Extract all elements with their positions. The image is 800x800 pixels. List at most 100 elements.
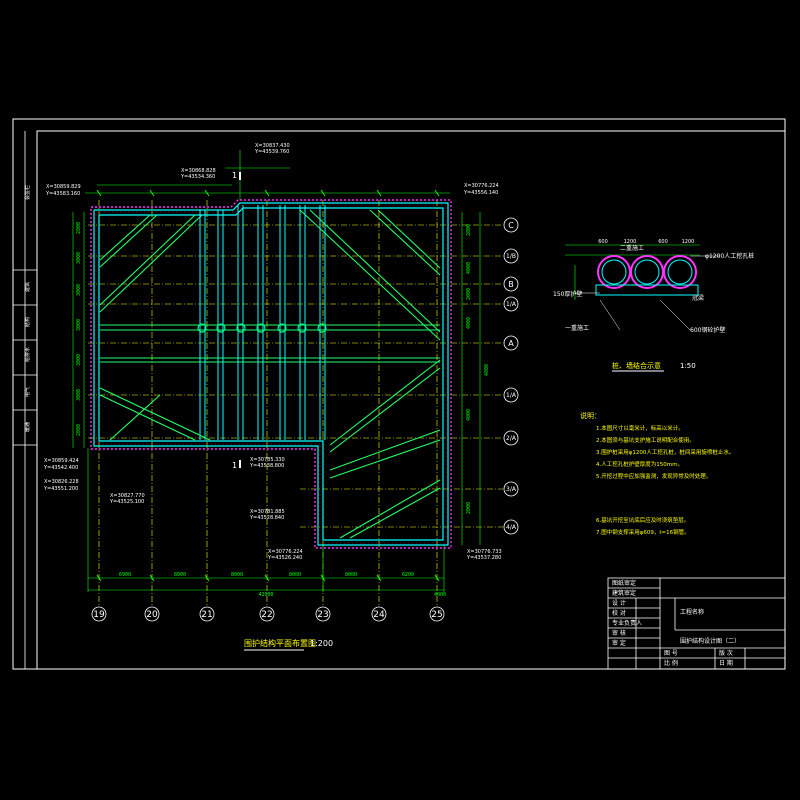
total-dimension: 42000 — [258, 592, 273, 598]
coord-y: Y=43551.200 — [43, 486, 78, 492]
right-dimension: 4800 — [484, 364, 490, 376]
meta-label: 比 例 — [664, 659, 678, 667]
sidebar-labels: 会签栏 建筑 结构 给排水 电气 暖通 — [24, 185, 31, 432]
bottom-dimension: 8000 — [174, 572, 186, 578]
coord-x: X=30776.733 — [467, 549, 502, 555]
coord-y: Y=43583.160 — [45, 191, 80, 197]
coord-y: Y=43525.100 — [109, 499, 144, 505]
bottom-dimension: 4000 — [434, 592, 446, 598]
title-row: 专业负责人 — [612, 619, 642, 627]
detail-title-block: 桩、墙结合示意 1:50 — [612, 361, 696, 372]
detail-dim: 1200 — [682, 239, 695, 245]
note-item: 7.图中钢支撑采用φ609，t=16钢管。 — [596, 528, 690, 536]
notes-block: 说明： 1.本图尺寸以毫米计，标高以米计。 2.本图须与基坑支护施工说明配合使用… — [580, 411, 734, 536]
right-dimension: 4000 — [466, 317, 472, 329]
dimension-texts: 42000 6900 8000 8000 8000 8000 6200 4000 — [119, 572, 446, 598]
detail-pile-wall — [565, 244, 720, 331]
coord-x: X=30826.228 — [44, 479, 79, 485]
grid-vertical-lines — [98, 200, 438, 605]
grid-horizontal-lines — [88, 224, 503, 528]
pit-outline — [93, 202, 449, 546]
section-mark: 1 1 — [232, 171, 241, 470]
detail-label: 一重施工 — [565, 324, 589, 332]
grid-label-y: 4/A — [506, 524, 517, 531]
coord-x: X=30827.770 — [110, 493, 145, 499]
drawing-frame — [12, 118, 786, 670]
right-dimension-texts: 2800 4000 2000 4000 4800 4000 2000 — [466, 224, 490, 514]
coord-y: Y=43539.760 — [254, 149, 289, 155]
grid-label-x: 24 — [373, 610, 385, 620]
grid-label-y: B — [508, 280, 514, 289]
sidebar-label: 电气 — [24, 387, 31, 397]
coord-y: Y=43556.140 — [463, 190, 498, 196]
detail-dim: 1200 — [624, 239, 637, 245]
coord-y: Y=43528.840 — [249, 515, 284, 521]
grid-label-x: 25 — [431, 610, 442, 620]
left-dimension: 2800 — [76, 424, 82, 436]
coord-y: Y=43537.280 — [466, 555, 501, 561]
meta-label: 版 次 — [719, 649, 733, 657]
coord-y: Y=43542.400 — [43, 465, 78, 471]
note-item: 2.本图须与基坑支护施工说明配合使用。 — [596, 436, 695, 444]
sidebar-label: 暖通 — [24, 422, 31, 432]
grid-label-y: 3/A — [506, 486, 517, 493]
grid-label-x: 20 — [146, 610, 158, 620]
column-posts — [197, 323, 327, 333]
detail-dim: 600 — [598, 239, 608, 245]
detail-scale: 1:50 — [680, 362, 696, 370]
title-row: 审 定 — [612, 639, 626, 647]
left-dimension: 3000 — [76, 252, 82, 264]
grid-label-x: 21 — [201, 610, 212, 620]
dimension-ticks — [96, 189, 440, 582]
left-dimension-texts: 2800 3000 3000 3000 3000 3000 2800 — [76, 222, 82, 436]
title-row: 审 核 — [612, 629, 626, 637]
grid-label-x: 23 — [317, 610, 328, 620]
right-dimension: 2000 — [466, 502, 472, 514]
note-item: 6.基坑开挖至坑底后应及时浇筑垫层。 — [596, 516, 689, 524]
coord-x: X=30859.829 — [46, 184, 81, 190]
note-item: 5.开挖过程中应加强监测，发现异常及时处理。 — [596, 472, 711, 480]
meta-label: 图 号 — [664, 650, 678, 657]
bottom-dimension: 8000 — [345, 572, 357, 578]
coordinate-labels: X=30859.829 Y=43583.160 X=30868.828 Y=43… — [43, 143, 502, 561]
sidebar-label: 建筑 — [24, 282, 31, 292]
stamp-label: 图纸审定 — [612, 579, 636, 587]
grid-label-y: 2/A — [506, 435, 517, 442]
coord-y: Y=43526.240 — [267, 555, 302, 561]
detail-label: 冠梁 — [692, 294, 704, 302]
title-block-frame — [607, 577, 786, 670]
grid-bubbles-y — [503, 217, 519, 535]
coord-x: X=30785.330 — [250, 457, 285, 463]
bottom-dimension: 6900 — [119, 572, 131, 578]
title-row: 校 对 — [612, 609, 626, 617]
left-dimension: 3000 — [76, 354, 82, 366]
coord-x: X=30859.424 — [44, 458, 79, 464]
coord-x: X=30781.885 — [250, 509, 285, 515]
coord-x: X=30868.828 — [181, 168, 216, 174]
grid-bubble-labels-y: C 1/B B 1/A A 1/A 2/A 3/A 4/A — [506, 221, 517, 531]
coord-x: X=30776.224 — [268, 549, 303, 555]
detail-labels: 二重施工 φ1200人工挖孔桩 150厚护壁 冠梁 一重施工 600钢砼护壁 — [553, 244, 754, 334]
notes-heading: 说明： — [580, 411, 601, 420]
right-dimension: 2800 — [466, 224, 472, 236]
section-mark-label: 1 — [232, 461, 237, 470]
coord-x: X=30776.224 — [464, 183, 499, 189]
plan-title: 围护结构平面布置图 — [244, 638, 316, 648]
grid-label-y: 1/B — [506, 253, 516, 260]
strut-vertical — [199, 205, 326, 440]
note-item: 4.人工挖孔桩护壁厚度为150mm。 — [596, 460, 683, 468]
sidebar-label: 会签栏 — [24, 185, 31, 200]
grid-label-y: 1/A — [506, 301, 517, 308]
pile-row — [90, 199, 452, 549]
left-dimension: 3000 — [76, 319, 82, 331]
bottom-dimension: 8000 — [289, 572, 301, 578]
detail-dim: 600 — [658, 239, 668, 245]
right-dimension: 4000 — [466, 262, 472, 274]
grid-label-x: 19 — [93, 610, 105, 620]
plan-scale: 1:200 — [310, 639, 333, 648]
detail-label: φ1200人工挖孔桩 — [705, 252, 754, 260]
note-item: 3.围护桩采用φ1200人工挖孔桩，桩间采用旋喷桩止水。 — [596, 448, 734, 456]
left-dimension: 2800 — [76, 222, 82, 234]
detail-label: 150厚护壁 — [553, 290, 582, 298]
